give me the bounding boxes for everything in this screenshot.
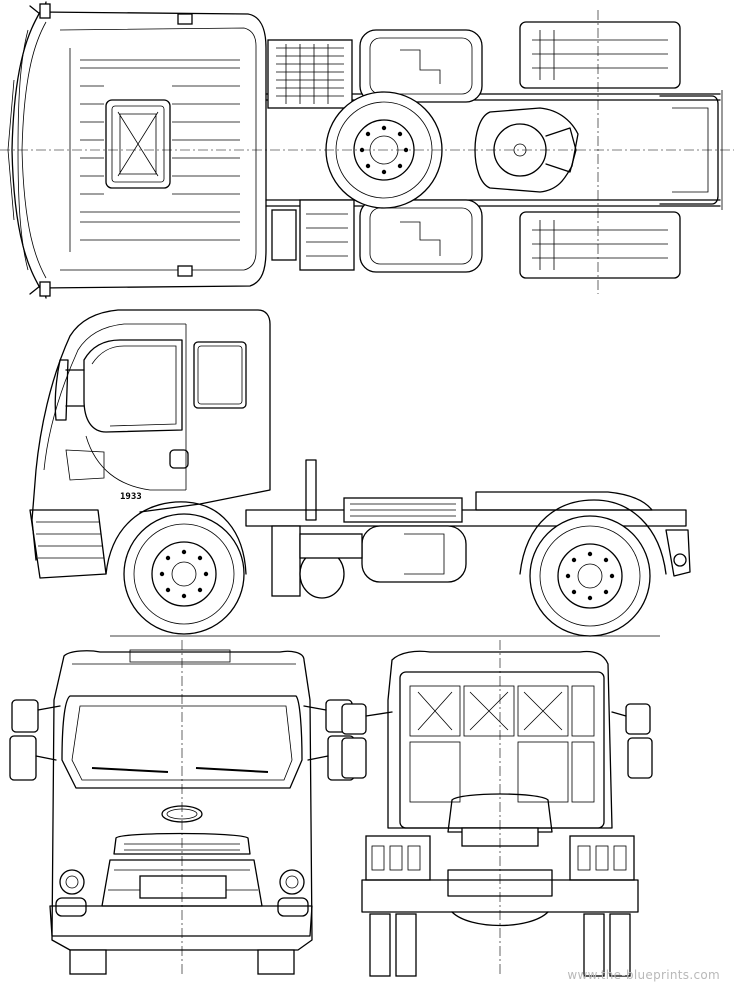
rear-view (341, 640, 653, 977)
front-view (9, 640, 355, 976)
model-badge: 1933 (120, 492, 142, 502)
watermark-text: www.the-blueprints.com (567, 968, 720, 982)
top-view (0, 1, 734, 299)
side-view: 1933 (29, 309, 691, 637)
